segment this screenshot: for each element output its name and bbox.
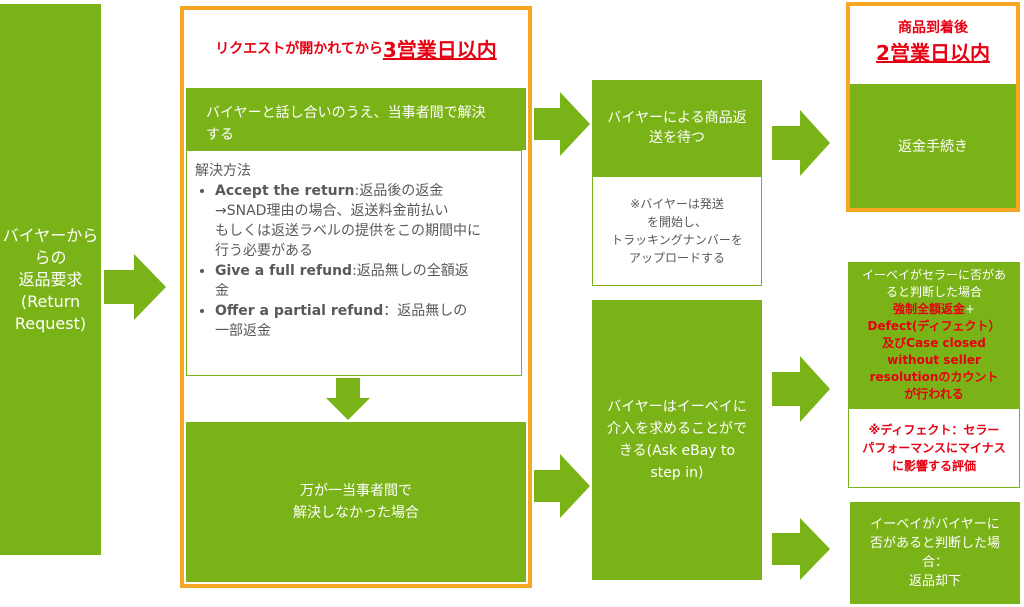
arrow-to-seller-fault [772, 356, 830, 422]
step-in-line4: step in) [650, 465, 704, 481]
methods-list: Accept the return:返品後の返金 →SNAD理由の場合、返送料金前… [195, 181, 513, 341]
buyer-fault-line4: 返品却下 [908, 574, 961, 589]
step-in-line2: 介入を求めることがで [607, 421, 747, 437]
buyer-fault-line1: イーベイがバイヤーに [870, 517, 1000, 532]
center-header-emph: 3営業日以内 [382, 37, 497, 62]
arrow-to-wait [534, 92, 590, 156]
method-detail-line: 行う必要がある [215, 243, 313, 259]
method-description: :返品後の返金 [354, 183, 444, 199]
defect-note-box: ※ディフェクト：セラー パフォーマンスにマイナス に影響する評価 [848, 408, 1020, 488]
return-request-line1: バイヤーから [2, 225, 99, 245]
unresolved-line2: 解決しなかった場合 [293, 505, 419, 521]
unresolved-line1: 万が一当事者間で [300, 483, 412, 499]
step-in-line1: バイヤーはイーベイに [607, 399, 747, 415]
return-request-line5: Request) [14, 313, 87, 333]
method-detail-line: 一部返金 [215, 323, 271, 339]
shipping-note-line4: アップロードする [628, 251, 725, 265]
defect-note-line2: パフォーマンスにマイナス [862, 441, 1006, 455]
seller-fault-line1: イーベイがセラーに否があ [861, 268, 1006, 282]
unresolved-box: 万が一当事者間で 解決しなかった場合 [186, 422, 526, 582]
method-description: ：返品無しの [383, 303, 468, 319]
return-request-box: バイヤーから らの 返品要求 (Return Request) [0, 4, 101, 555]
method-detail-line: もしくは返送ラベルの提供をこの期間中に [215, 223, 481, 239]
arrival-header-line2: 2営業日以内 [876, 40, 990, 65]
arrow-to-center [104, 254, 166, 320]
buyer-fault-line3: 合： [921, 555, 948, 570]
methods-title: 解決方法 [195, 163, 251, 179]
arrow-to-step-in [534, 454, 590, 518]
seller-fault-box: イーベイがセラーに否があ ると判断した場合 強制全額返金+ Defect(ディフ… [848, 262, 1020, 408]
method-description: :返品無しの全額返 [352, 263, 469, 279]
shipping-note-box: ※バイヤーは発送 を開始し、 トラッキングナンバーを アップロードする [592, 176, 762, 286]
seller-fault-red1: 強制全額返金 [892, 302, 965, 316]
three-business-days-frame [180, 6, 532, 588]
negotiate-line1: バイヤーと話し合いのうえ、当事者間で解決 [206, 105, 486, 121]
wait-return-line1: バイヤーによる商品返 [607, 110, 747, 126]
wait-return-line2: 送を待つ [649, 130, 705, 146]
defect-note-line3: に影響する評価 [891, 459, 976, 473]
return-request-line2: らの [34, 247, 67, 267]
arrow-to-refund [772, 110, 830, 176]
seller-fault-red3: 及びCase closed [882, 336, 986, 350]
wait-return-box: バイヤーによる商品返 送を待つ [592, 80, 762, 176]
defect-note-line1: ※ディフェクト：セラー [868, 423, 1000, 437]
seller-fault-penalty: 強制全額返金+ [893, 301, 975, 318]
shipping-note-line2: を開始し、 [646, 215, 707, 229]
refund-box: 返金手続き [850, 84, 1016, 208]
return-request-line4: (Return [20, 291, 81, 311]
methods-box: 解決方法 Accept the return:返品後の返金 →SNAD理由の場合、… [186, 150, 522, 376]
buyer-fault-line2: 否があると判断した場 [869, 536, 1000, 551]
seller-fault-red4: without seller [887, 353, 981, 367]
arrow-to-buyer-fault [772, 518, 830, 580]
buyer-fault-box: イーベイがバイヤーに 否があると判断した場 合： 返品却下 [850, 502, 1020, 604]
method-name: Accept the return [215, 183, 355, 199]
seller-fault-line2: ると判断した場合 [885, 285, 982, 299]
method-name: Offer a partial refund [215, 303, 384, 319]
method-detail-line: →SNAD理由の場合、返送料金前払い [215, 203, 449, 219]
arrival-header-line1: 商品到着後 [898, 19, 968, 36]
return-request-line3: 返品要求 [18, 269, 83, 289]
refund-label: 返金手続き [898, 139, 968, 155]
seller-fault-red6: が行われる [904, 387, 964, 401]
arrow-down [326, 378, 370, 420]
method-name: Give a full refund [215, 263, 353, 279]
shipping-note-line1: ※バイヤーは発送 [630, 197, 724, 211]
negotiate-line2: する [206, 127, 234, 143]
center-header-prefix: リクエストが開かれてから [215, 41, 383, 57]
method-item: Accept the return:返品後の返金 →SNAD理由の場合、返送料金前… [215, 181, 513, 261]
method-detail-line: 金 [215, 283, 229, 299]
seller-fault-red2: Defect(ディフェクト） [867, 319, 1001, 333]
arrival-header: 商品到着後 2営業日以内 [850, 6, 1016, 76]
negotiate-box: バイヤーと話し合いのうえ、当事者間で解決 する [186, 88, 526, 150]
step-in-box: バイヤーはイーベイに 介入を求めることがで きる(Ask eBay to ste… [592, 300, 762, 580]
center-header: リクエストが開かれてから 3営業日以内 [186, 14, 526, 82]
seller-fault-plus: + [964, 302, 976, 316]
seller-fault-red5: resolutionのカウント [869, 370, 999, 384]
two-business-days-frame [846, 2, 1020, 212]
shipping-note-line3: トラッキングナンバーを [611, 233, 743, 247]
step-in-line3: きる(Ask eBay to [618, 443, 736, 459]
